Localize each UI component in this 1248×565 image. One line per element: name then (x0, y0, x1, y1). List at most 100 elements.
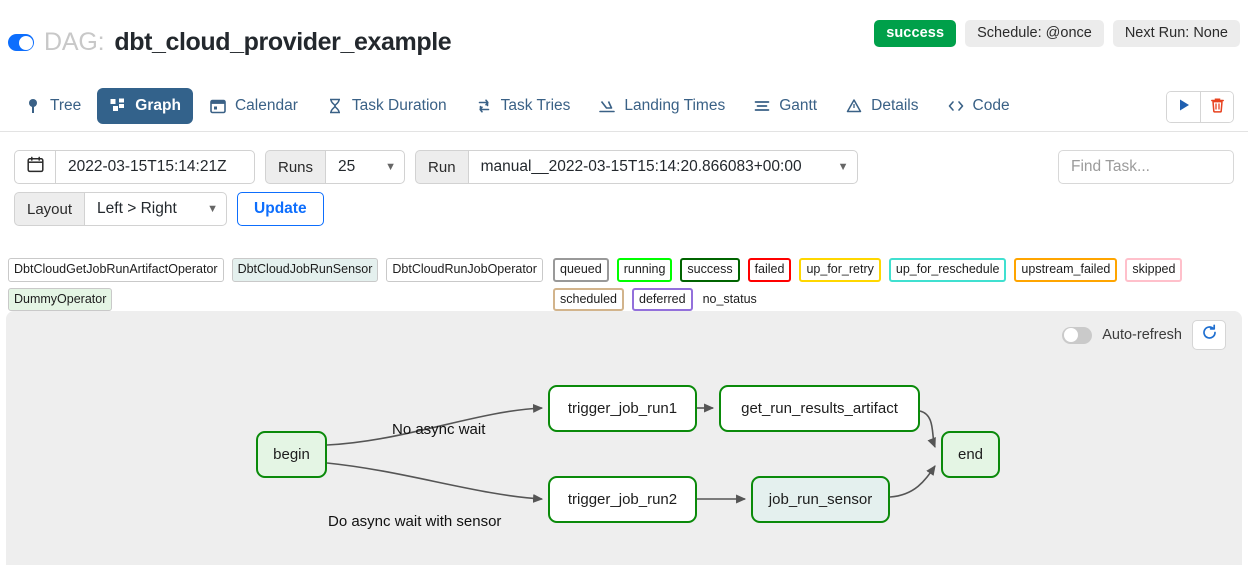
tab-label: Gantt (779, 97, 818, 114)
graph-node-job-run-sensor[interactable]: job_run_sensor (751, 476, 890, 523)
execution-date-group: 2022-03-15T15:14:21Z (14, 150, 255, 184)
refresh-button[interactable] (1192, 320, 1226, 350)
graph-node-get-run-results-artifact[interactable]: get_run_results_artifact (719, 385, 920, 432)
graph-node-trigger-job-run2[interactable]: trigger_job_run2 (548, 476, 697, 523)
graph-panel: Auto-refresh (6, 311, 1242, 565)
runs-value: 25 (338, 158, 356, 175)
dag-action-buttons (1166, 91, 1234, 123)
legend-status-chip-up-for-reschedule[interactable]: up_for_reschedule (888, 258, 1007, 282)
legend-status-chip-scheduled[interactable]: scheduled (553, 287, 624, 311)
tab-list: Tree Graph Calendar Task Duration (12, 80, 1022, 132)
dag-title: DAG: dbt_cloud_provider_example (8, 28, 452, 57)
tab-label: Landing Times (624, 97, 726, 114)
tab-label: Tree (50, 97, 82, 114)
runs-group: Runs 25 ▼ (265, 150, 406, 184)
tab-gantt[interactable]: Gantt (741, 88, 829, 124)
layout-select[interactable]: Left > Right ▼ (84, 192, 228, 226)
legend-status-chip-failed[interactable]: failed (747, 258, 792, 282)
layout-value: Left > Right (97, 200, 177, 217)
find-task-input[interactable]: Find Task... (1058, 150, 1234, 184)
legend-status-chip-skipped[interactable]: skipped (1125, 258, 1183, 282)
legend-status-chip-upstream-failed[interactable]: upstream_failed (1014, 258, 1118, 282)
legend-status-chip-running[interactable]: running (616, 258, 673, 282)
calendar-picker-button[interactable] (14, 150, 55, 184)
chevron-down-icon: ▼ (385, 160, 397, 173)
graph-edges (326, 403, 936, 504)
layout-group: Layout Left > Right ▼ (14, 192, 228, 226)
play-icon (1177, 98, 1191, 117)
legend-operator-chip[interactable]: DbtCloudRunJobOperator (386, 258, 543, 282)
legend-operator-chip[interactable]: DummyOperator (8, 287, 113, 311)
page-header: DAG: dbt_cloud_provider_example success … (0, 0, 1248, 70)
runs-label: Runs (265, 150, 326, 184)
landing-icon (598, 97, 616, 115)
node-label: trigger_job_run1 (567, 400, 678, 417)
hourglass-icon (326, 97, 344, 115)
auto-refresh-toggle[interactable] (1062, 326, 1093, 344)
legend-operator-chip[interactable]: DbtCloudGetJobRunArtifactOperator (8, 258, 224, 282)
tab-graph[interactable]: Graph (97, 88, 193, 124)
run-value: manual__2022-03-15T15:14:20.866083+00:00 (480, 158, 802, 175)
execution-date-input[interactable]: 2022-03-15T15:14:21Z (55, 150, 255, 184)
auto-refresh-label: Auto-refresh (1102, 327, 1182, 343)
legend-status-chip-up-for-retry[interactable]: up_for_retry (799, 258, 881, 282)
tab-label: Graph (135, 97, 181, 114)
delete-dag-button[interactable] (1200, 92, 1233, 122)
legend-status-chip-success[interactable]: success (680, 258, 740, 282)
controls-row-top: 2022-03-15T15:14:21Z Runs 25 ▼ Run manua… (14, 150, 1234, 184)
node-label: trigger_job_run2 (567, 491, 678, 508)
trash-icon (1210, 97, 1225, 118)
edge-label-do-async-wait-with-sensor: Do async wait with sensor (328, 513, 502, 530)
graph-toolbar: Auto-refresh (1062, 320, 1226, 350)
dag-pause-toggle[interactable] (8, 34, 34, 51)
tab-task-tries[interactable]: Task Tries (463, 88, 583, 124)
legend-operator-chip[interactable]: DbtCloudJobRunSensor (231, 258, 379, 282)
run-select[interactable]: manual__2022-03-15T15:14:20.866083+00:00… (467, 150, 858, 184)
dag-graph-canvas[interactable]: begin trigger_job_run1 get_run_results_a… (6, 311, 1242, 565)
tab-code[interactable]: Code (935, 88, 1022, 124)
gantt-icon (753, 97, 771, 115)
dag-label: DAG: (44, 28, 105, 56)
runs-select[interactable]: 25 ▼ (325, 150, 406, 184)
tab-details[interactable]: Details (833, 88, 930, 124)
legend-status-chip-deferred[interactable]: deferred (632, 287, 693, 311)
dag-name: dbt_cloud_provider_example (114, 28, 452, 56)
dag-tab-bar: Tree Graph Calendar Task Duration (0, 80, 1248, 132)
refresh-icon (1201, 324, 1218, 346)
update-button[interactable]: Update (237, 192, 324, 226)
next-run-badge: Next Run: None (1112, 20, 1240, 47)
tab-tree[interactable]: Tree (12, 88, 93, 124)
calendar-icon (26, 156, 44, 178)
run-group: Run manual__2022-03-15T15:14:20.866083+0… (415, 150, 858, 184)
graph-icon (109, 97, 127, 115)
details-icon (845, 97, 863, 115)
header-badges: success Schedule: @once Next Run: None (874, 20, 1240, 47)
dag-controls: 2022-03-15T15:14:21Z Runs 25 ▼ Run manua… (14, 150, 1234, 232)
controls-row-bottom: Layout Left > Right ▼ Update (14, 192, 1234, 226)
tab-landing-times[interactable]: Landing Times (586, 88, 737, 124)
graph-node-begin[interactable]: begin (256, 431, 327, 478)
calendar-icon (209, 97, 227, 115)
chevron-down-icon: ▼ (207, 202, 219, 215)
trigger-dag-button[interactable] (1167, 92, 1200, 122)
tab-label: Details (871, 97, 919, 114)
status-badge: success (874, 20, 957, 47)
graph-node-trigger-job-run1[interactable]: trigger_job_run1 (548, 385, 697, 432)
legend-status-chip-queued[interactable]: queued (553, 258, 609, 282)
run-label: Run (415, 150, 468, 184)
node-label: end (957, 446, 984, 463)
tab-task-duration[interactable]: Task Duration (314, 88, 459, 124)
node-label: get_run_results_artifact (741, 400, 898, 417)
tab-label: Task Duration (351, 97, 447, 114)
graph-node-end[interactable]: end (941, 431, 1000, 478)
operator-legend: DbtCloudGetJobRunArtifactOperator DbtClo… (8, 258, 543, 311)
tab-label: Calendar (234, 97, 298, 114)
tab-label: Task Tries (500, 97, 571, 114)
node-label: job_run_sensor (768, 491, 873, 508)
schedule-badge: Schedule: @once (965, 20, 1104, 47)
chevron-down-icon: ▼ (837, 160, 849, 173)
legend-no-status-label: no_status (702, 291, 757, 306)
layout-label: Layout (14, 192, 85, 226)
tab-calendar[interactable]: Calendar (197, 88, 310, 124)
